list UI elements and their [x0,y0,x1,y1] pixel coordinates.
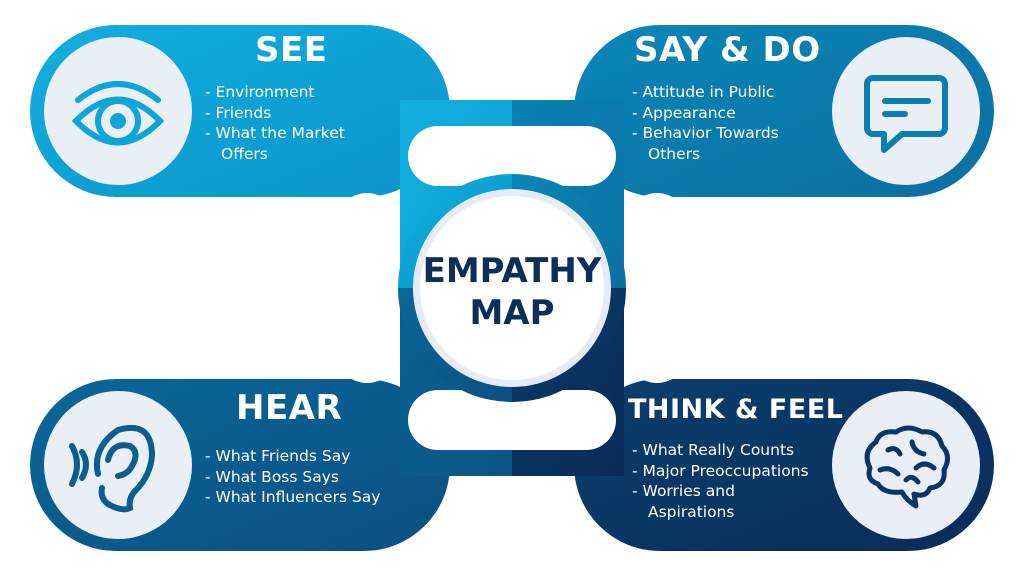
list-item: What Boss Says [205,467,385,488]
list-item: Worries and Aspirations [632,481,822,522]
say-do-title: SAY & DO [634,30,821,70]
say-do-list: Attitude in Public Appearance Behavior T… [632,82,822,164]
notch-cutouts [336,126,688,450]
center-hub [398,174,626,402]
list-item: Major Preoccupations [632,461,822,482]
list-item: Behavior Towards Others [632,123,822,164]
center-title-line2: MAP [469,293,555,333]
speech-bubble-icon [864,75,948,153]
eye-icon [71,81,165,146]
think-feel-list: What Really Counts Major Preoccupations … [632,440,822,522]
brain-icon [864,425,950,509]
think-feel-icon-circle [832,391,980,539]
list-item: What Really Counts [632,440,822,461]
see-title: SEE [255,30,328,70]
list-item: Attitude in Public [632,82,822,103]
list-item: Environment [205,82,385,103]
see-icon-circle [44,37,192,185]
think-feel-title: THINK & FEEL [628,394,844,425]
say-do-icon-circle [832,37,980,185]
center-title: EMPATHY MAP [400,250,624,334]
ear-icon [69,424,156,513]
list-item: What the Market Offers [205,123,385,164]
list-item: What Friends Say [205,446,385,467]
hear-icon-circle [44,391,192,539]
center-title-line1: EMPATHY [422,251,602,291]
hear-title: HEAR [236,388,343,428]
list-item: Appearance [632,103,822,124]
see-list: Environment Friends What the Market Offe… [205,82,385,164]
hear-list: What Friends Say What Boss Says What Inf… [205,446,385,508]
list-item: What Influencers Say [205,487,385,508]
list-item: Friends [205,103,385,124]
